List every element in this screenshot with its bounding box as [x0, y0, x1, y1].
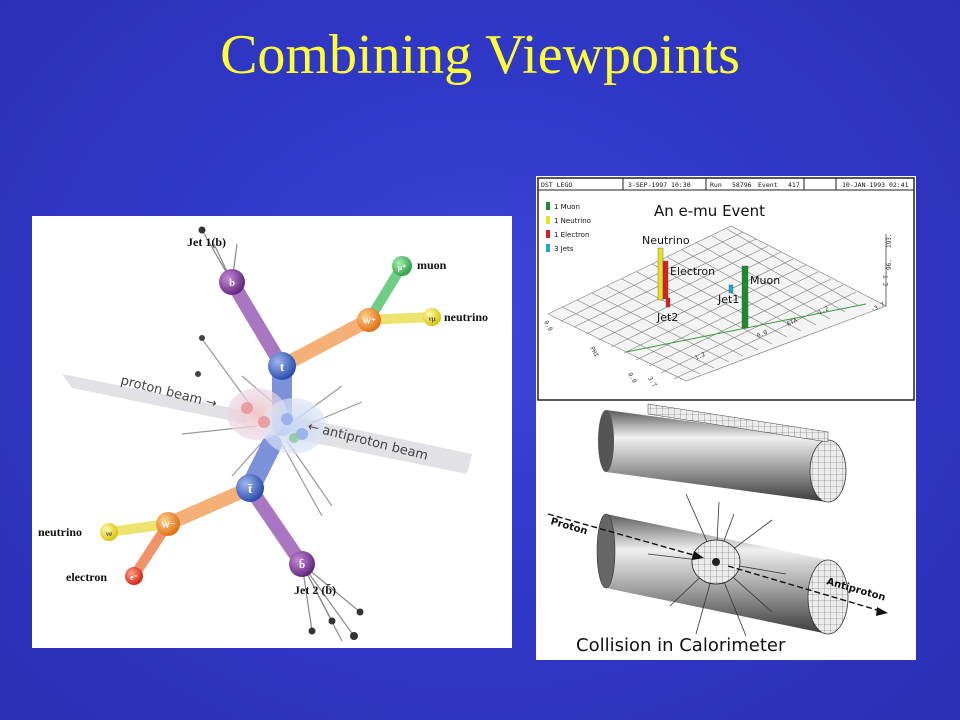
w-minus-symbol: W⁻ [161, 520, 175, 530]
w-minus-track [161, 481, 257, 531]
lego-title: An e-mu Event [654, 202, 765, 220]
lego-header-event: 417 [788, 181, 800, 189]
calorimeter-illustration: Proton Antiproton Collision in Calorimet… [536, 402, 916, 660]
legend-swatch-electron [546, 230, 550, 238]
quark-dot [296, 428, 308, 440]
quark-dot [281, 413, 293, 425]
electron-sphere [125, 567, 143, 585]
eta-axis-label: ETA [786, 317, 799, 328]
muon-sphere [392, 256, 412, 276]
antiproton-beam-arrow [727, 565, 888, 616]
anti-b-quark-symbol: b̄ [299, 559, 305, 571]
phi-tick: 0.0 [626, 372, 638, 385]
gluon-dot [289, 433, 299, 443]
jet-2-particle [308, 627, 316, 635]
quark-dot [258, 416, 270, 428]
slide-title: Combining Viewpoints [220, 24, 740, 86]
anti-b-quark-sphere [289, 551, 315, 577]
eta-tick: 1.2 [694, 351, 707, 362]
legend-electron: 1 Electron [554, 231, 589, 239]
anti-top-quark-symbol: t̄ [248, 481, 253, 496]
w-minus-sphere [156, 512, 180, 536]
calorimeter-caption: Collision in Calorimeter [576, 635, 786, 656]
jet-1-particle [198, 226, 206, 234]
neutrino-tower-label: Neutrino [642, 234, 690, 247]
eta-tick: 0.0 [756, 329, 769, 340]
proton-beam-streak [62, 374, 247, 424]
neutrino-sphere [423, 308, 441, 326]
top-quark-sphere [268, 352, 296, 380]
legend-neutrino: 1 Neutrino [554, 217, 591, 225]
et-axis-label: E T [883, 275, 890, 286]
muon-tower-label: Muon [750, 274, 780, 287]
jet-2-particle [350, 632, 358, 640]
electron-label: electron [66, 570, 107, 584]
phi-axis-label: PHI [588, 346, 600, 359]
anti-b-quark-track [243, 481, 309, 571]
lego-header-event-label: Event [758, 181, 778, 189]
electron-neutrino-symbol: νe [105, 530, 112, 538]
jet1-tower [728, 284, 734, 294]
neutrino-symbol: νμ [427, 315, 435, 323]
top-pair-production-diagram: b t W⁺ μ⁺ νμ t̄ b̄ W⁻ νe e⁻ Jet 1(b) muo… [32, 216, 512, 648]
lego-header-run-label: Run [710, 181, 722, 189]
lego-legend: 1 Muon 1 Neutrino 1 Electron 3 Jets [546, 202, 591, 253]
jet-2-particle [356, 608, 364, 616]
jet-2-particle [328, 617, 336, 625]
quark-dot [241, 402, 253, 414]
legend-jets: 3 Jets [554, 245, 574, 253]
neutrino-label-top: neutrino [444, 310, 488, 324]
legend-swatch-neutrino [546, 216, 550, 224]
et-tick-high: 193. [886, 234, 893, 248]
b-quark-track [225, 275, 289, 373]
legend-swatch-jets [546, 244, 550, 252]
lego-header-program: DST LEGO [541, 181, 572, 189]
jet1-tower-label: Jet1 [717, 293, 739, 306]
lego-header-run: 58796 [732, 181, 752, 189]
muon-tower [741, 265, 749, 329]
muon-label: muon [417, 258, 447, 272]
muon-symbol: μ⁺ [398, 263, 407, 272]
spray-particle [199, 335, 205, 341]
legend-swatch-muon [546, 202, 550, 210]
electron-symbol: e⁻ [130, 573, 138, 582]
jet-2-label: Jet 2 (b̄) [294, 583, 336, 597]
antiproton-beam-streak [290, 416, 472, 474]
anti-top-quark-sphere [236, 474, 264, 502]
jet2-tower [665, 297, 671, 308]
collision-point [712, 558, 720, 566]
spray-particle [195, 371, 201, 377]
legend-muon: 1 Muon [554, 203, 580, 211]
b-quark-sphere [219, 269, 245, 295]
phi-tick: 0.0 [542, 320, 554, 333]
et-tick-mid: 96. [886, 259, 893, 270]
electron-tower-label: Electron [670, 265, 715, 278]
lego-header-date: 3-SEP-1997 10:30 [628, 181, 691, 189]
w-plus-track [275, 313, 376, 373]
eta-tick: 3.7 [646, 376, 658, 389]
neutrino-label-bottom: neutrino [38, 525, 82, 539]
lego-plot-panel: DST LEGO 3-SEP-1997 10:30 Run 58796 Even… [536, 176, 916, 402]
w-plus-symbol: W⁺ [362, 316, 376, 326]
electron-neutrino-sphere [100, 523, 118, 541]
jet-1-label: Jet 1(b) [187, 235, 226, 249]
electron-tower [662, 260, 669, 300]
antiproton-blob [262, 398, 326, 454]
w-plus-sphere [357, 308, 381, 332]
b-quark-symbol: b [229, 277, 235, 289]
proton-beam-arrow [547, 513, 705, 560]
lego-header-date2: 10-JAN-1993 02:41 [842, 181, 909, 189]
neutrino-tower [657, 247, 664, 301]
calorimeter-upper-shell [598, 403, 847, 503]
jet2-tower-label: Jet2 [656, 311, 678, 324]
top-quark-symbol: t [280, 359, 285, 374]
